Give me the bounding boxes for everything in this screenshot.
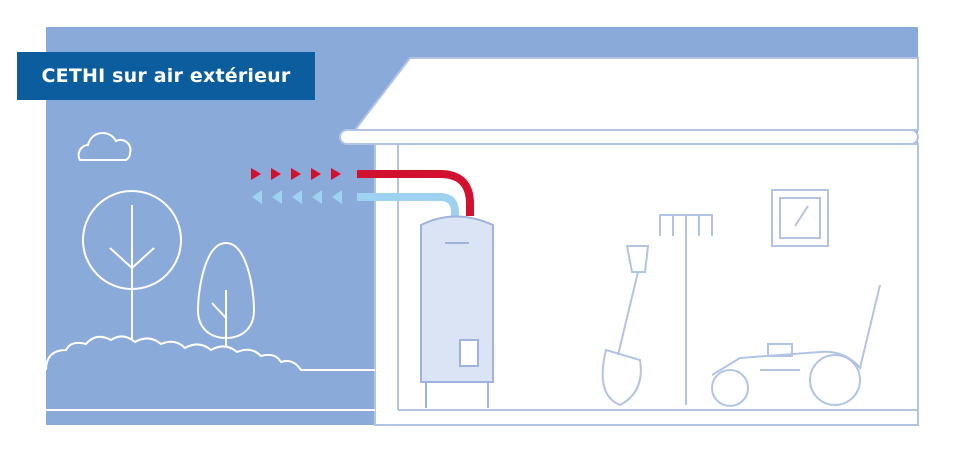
roof [352, 57, 919, 131]
title-label: CETHI sur air extérieur [17, 52, 315, 100]
window [771, 189, 829, 247]
garage-tools [601, 189, 881, 407]
cold-air-duct [357, 193, 459, 218]
warm-air-duct [357, 170, 474, 216]
cold-air-arrows [252, 190, 342, 204]
gutter [339, 129, 919, 145]
control-panel [459, 339, 479, 367]
water-heater [420, 215, 494, 408]
tree-small-icon [196, 241, 256, 355]
warm-air-arrows [251, 168, 341, 180]
rake-icon [659, 214, 713, 405]
tree-icon [82, 190, 182, 355]
shovel-icon [601, 245, 650, 407]
cloud-icon [77, 131, 132, 161]
lawn-mower-icon [711, 284, 881, 407]
bushes [45, 335, 375, 371]
